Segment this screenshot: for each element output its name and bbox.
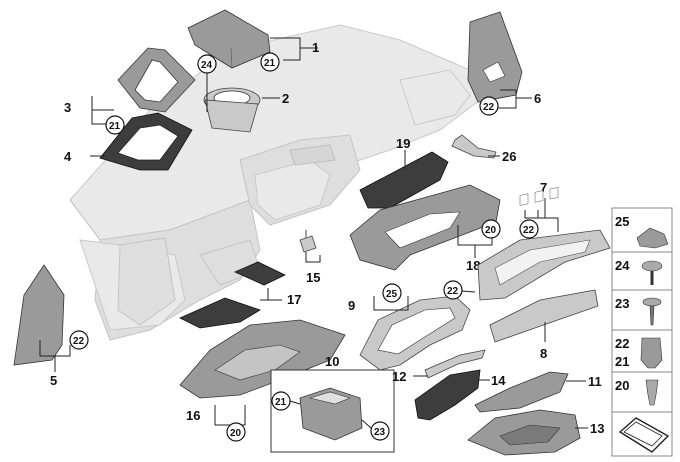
callout-4: 4 [64,149,72,164]
circle-22-part-6 [479,96,499,116]
callout-16: 16 [186,408,200,423]
circle-22-part-9-label: 22 [447,286,459,297]
circle-21-part-10-label: 21 [275,397,287,408]
circle-24-label: 24 [201,60,213,71]
part-1-trim-cover [187,9,271,69]
fastener-label-21: 21 [615,354,629,369]
callout-5: 5 [50,373,57,388]
circle-22-part-9 [443,280,463,300]
part-11-column-trim [474,371,569,413]
part-6-side-cover-right [467,11,523,103]
circle-22-part-5-label: 22 [73,336,85,347]
circle-20-part-16 [226,422,246,442]
circle-25-part-9-label: 25 [386,289,398,300]
part-14-lower-cover [414,369,481,421]
part-16-lower-carrier [179,319,346,399]
callout-7: 7 [540,180,547,195]
fastener-label-23: 23 [615,296,629,311]
callout-11: 11 [588,374,602,389]
fastener-cell-20 [611,371,673,413]
circle-22-part-5 [69,330,89,350]
part-10-glove-box [299,387,363,441]
part-2-hud-cover [203,87,261,133]
callout-12: 12 [392,369,406,384]
part-15-clip [299,230,317,253]
circle-25-part-9 [382,283,402,303]
part-17-insulation-pads [179,261,286,329]
callout-3: 3 [64,100,71,115]
part-26-bracket [451,134,497,159]
callout-18: 18 [466,258,480,273]
callout-6: 6 [534,91,541,106]
circle-20-part-16-label: 20 [230,428,242,439]
circle-22-part-6-label: 22 [483,102,495,113]
fastener-cell-23 [611,289,673,331]
callout-26: 26 [502,149,516,164]
circle-22-part-7 [519,219,539,239]
fastener-cell-24 [611,251,673,291]
circle-23-part-10-label: 23 [374,427,386,438]
callout-2: 2 [282,91,289,106]
circle-21-part-3 [105,115,125,135]
fastener-label-22: 22 [615,336,629,351]
circle-21-part-1 [260,52,280,72]
circle-22-part-7-label: 22 [523,225,535,236]
callout-19: 19 [396,136,410,151]
part-3-display-frame [117,47,196,113]
circle-21-part-3-label: 21 [109,121,121,132]
callout-10: 10 [325,354,339,369]
circle-20-part-18-label: 20 [485,225,497,236]
circle-23-part-10 [370,421,390,441]
part-7-center-trim [477,229,611,301]
part-4-display-surround [99,112,193,171]
callout-9: 9 [348,298,355,313]
fastener-label-24: 24 [615,258,630,273]
callout-8: 8 [540,346,547,361]
part-8-vent-trim [489,187,599,343]
fastener-label-25: 25 [615,214,629,229]
dashboard-silhouette [69,24,481,341]
callout-14: 14 [491,373,506,388]
fastener-label-20: 20 [615,378,629,393]
fastener-panel: 25 24 23 22 21 20 [611,207,673,457]
part-5-side-cover-left [13,264,65,366]
part-13-column-lower-cover [467,409,581,456]
callout-17: 17 [287,292,301,307]
callout-13: 13 [590,421,604,436]
part-12-trim-strip [424,349,486,379]
callout-1: 1 [312,40,319,55]
circle-20-part-18 [481,219,501,239]
circle-21-part-1-label: 21 [264,58,276,69]
callout-15: 15 [306,270,320,285]
part-19-sound-insulation [359,151,449,209]
